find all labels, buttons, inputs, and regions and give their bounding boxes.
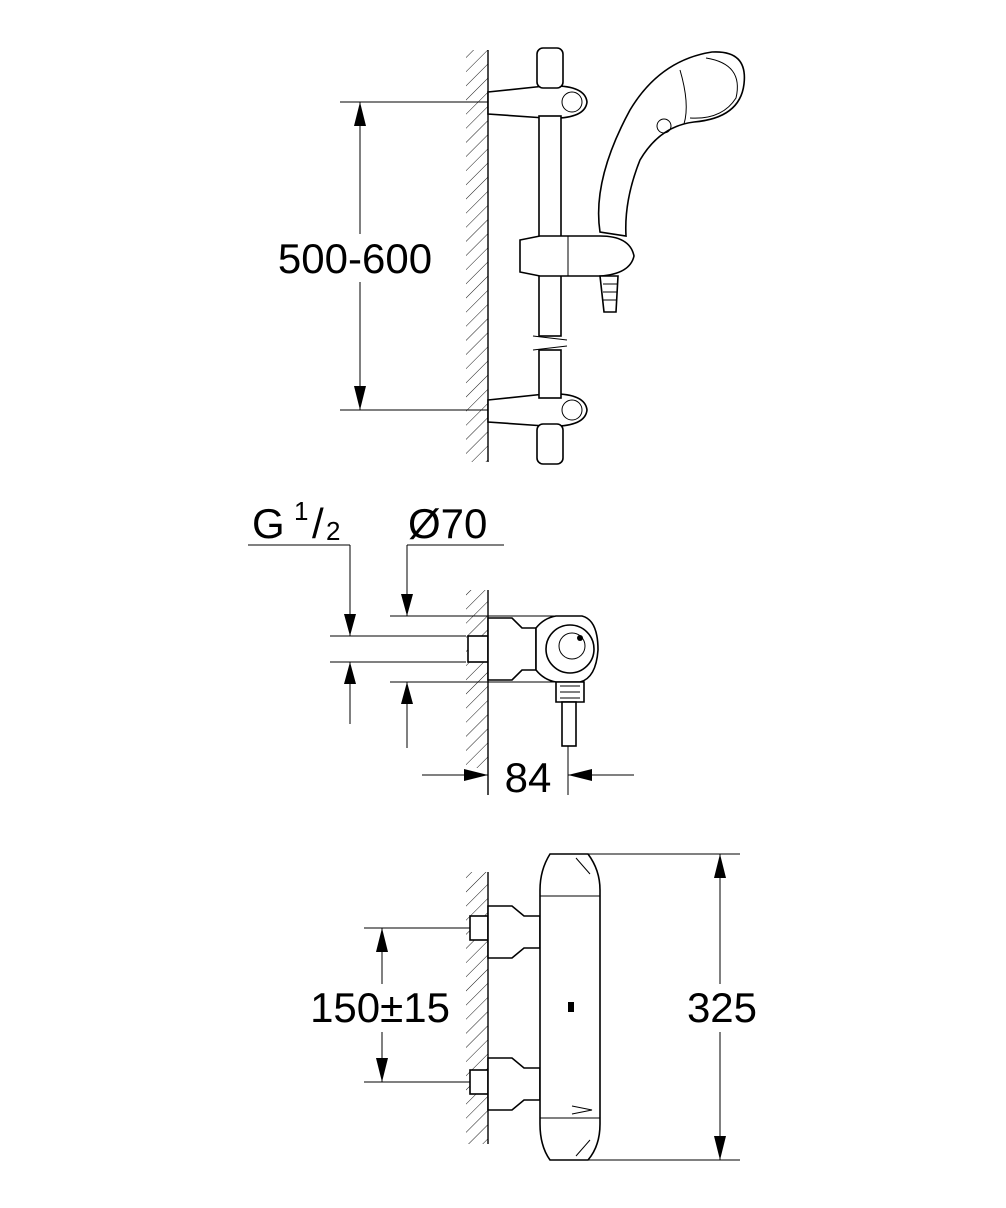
wall-hatching bbox=[466, 50, 488, 462]
thread-label-letter: G bbox=[252, 500, 285, 547]
dim-label-bg bbox=[262, 234, 448, 282]
shower-head-rim bbox=[679, 69, 687, 125]
inlet-arrow-up bbox=[376, 928, 388, 952]
lower-inlet-thread bbox=[469, 1069, 489, 1095]
handle-grip-lines bbox=[575, 857, 591, 1157]
inlet-spacing-dimension: 150±15 bbox=[310, 984, 450, 1031]
thread-label-denominator: 2 bbox=[326, 516, 340, 546]
rail-break-marks bbox=[532, 335, 568, 351]
rail-bottom-cap bbox=[536, 423, 564, 465]
length-label-bg bbox=[680, 984, 764, 1032]
inlet-label-bg bbox=[300, 984, 460, 1032]
body-length-dimension: 325 bbox=[687, 984, 757, 1031]
length-arrow-up bbox=[714, 854, 726, 878]
hose-thread bbox=[603, 283, 617, 301]
length-arrow-down bbox=[714, 1136, 726, 1160]
rail-tube-upper bbox=[538, 115, 562, 337]
lower-bracket-screw bbox=[561, 399, 583, 421]
thread-label-slash: / bbox=[312, 500, 324, 547]
hose-connector bbox=[599, 275, 619, 313]
handle-indicator-dot bbox=[577, 635, 583, 641]
upper-wall-bracket bbox=[487, 85, 588, 119]
rail-slider bbox=[519, 235, 635, 277]
inlet-arrow-down bbox=[376, 1058, 388, 1082]
thread-arrow-up bbox=[344, 662, 356, 684]
front-indicator-mark bbox=[568, 1002, 574, 1012]
thermostat-handle-inner bbox=[558, 632, 586, 660]
thread-label-numerator: 1 bbox=[294, 496, 308, 526]
outlet-nipple bbox=[561, 701, 577, 747]
upper-s-union bbox=[487, 905, 541, 959]
spray-selector-button bbox=[656, 118, 672, 134]
s-union-eccentric bbox=[487, 617, 537, 681]
rail-spacing-dimension: 500-600 bbox=[278, 235, 432, 282]
outlet-nut-knurl bbox=[560, 685, 580, 699]
lower-s-union bbox=[487, 1057, 541, 1111]
dim-arrow-down bbox=[354, 386, 366, 410]
wall-connection-thread bbox=[467, 635, 489, 663]
diameter-arrow-down bbox=[401, 594, 413, 616]
diameter-dimension: Ø70 bbox=[408, 500, 487, 547]
shower-rail-view: 500-600 bbox=[262, 47, 746, 465]
rail-top-cap bbox=[536, 47, 564, 89]
mixer-front-view: 150±15 325 bbox=[300, 853, 764, 1161]
hand-shower bbox=[597, 51, 746, 237]
rail-tube-lower bbox=[538, 349, 562, 399]
diameter-arrow-up bbox=[401, 682, 413, 704]
projection-arrow-right bbox=[568, 769, 592, 781]
dim-arrow-up bbox=[354, 102, 366, 126]
upper-inlet-thread bbox=[469, 915, 489, 941]
upper-bracket-screw bbox=[561, 91, 583, 113]
thread-arrow-down bbox=[344, 614, 356, 636]
mixer-side-view: G 1 / 2 Ø70 84 bbox=[248, 496, 634, 801]
wall-hatching-side bbox=[466, 590, 488, 768]
thermostat-handle-outer bbox=[545, 624, 595, 674]
projection-arrow-left bbox=[464, 769, 488, 781]
lower-wall-bracket bbox=[487, 393, 588, 427]
shower-spray-face bbox=[689, 57, 738, 119]
wall-hatching-front bbox=[466, 872, 488, 1144]
projection-dimension: 84 bbox=[505, 754, 552, 801]
lower-handle-marker bbox=[571, 1105, 593, 1115]
